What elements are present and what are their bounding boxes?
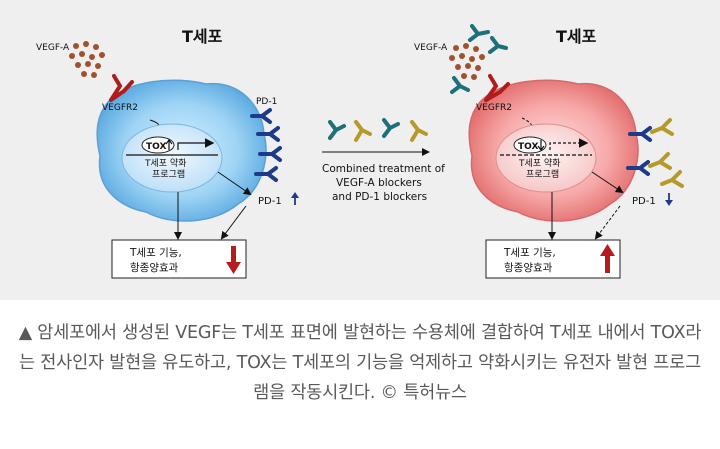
function-box-right	[485, 239, 621, 279]
program-line1-left: T세포 약화	[144, 157, 186, 169]
pd1-down-arrow-right	[665, 193, 673, 206]
arrow-to-pd1-left	[217, 171, 252, 196]
nucleus-right	[495, 123, 597, 193]
right-panel: T세포 VEGF-A VEGFR2 TOX T세포 약화 프로그램	[414, 24, 684, 279]
program-line1-right: T세포 약화	[518, 157, 560, 169]
vegf-blocker-antibodies	[450, 24, 508, 94]
left-panel: T세포 VEGF-A VEGFR2 TOX T세포 약화 프로그램 PD-1	[36, 27, 299, 279]
vegf-label-left: VEGF-A	[36, 43, 70, 53]
down-arrow-left	[226, 246, 241, 274]
pd1-up-arrow-left	[291, 192, 299, 205]
function-line1-right: T세포 기능,	[503, 247, 556, 259]
tox-badge-right	[513, 136, 547, 154]
vegfr2-label-left: VEGFR2	[102, 103, 138, 113]
nucleus-left	[121, 123, 223, 193]
right-panel-title: T세포	[556, 27, 597, 46]
inhibit-arrow-right	[594, 205, 621, 240]
diagram-canvas: T세포 VEGF-A VEGFR2 TOX T세포 약화 프로그램 PD-1	[36, 24, 684, 279]
pd1-label-left: PD-1	[256, 97, 277, 107]
transcription-arrow-right	[549, 138, 589, 150]
treatment-line2: VEGF-A blockers	[336, 177, 422, 189]
vegf-label-right: VEGF-A	[414, 43, 448, 53]
pd1-level-label-right: PD-1	[632, 196, 656, 207]
blocker-antibodies	[328, 118, 428, 142]
pd1-blocker-antibodies	[648, 118, 684, 188]
program-line2-left: 프로그램	[152, 168, 185, 180]
inhibit-arrow-left	[220, 205, 247, 240]
function-line2-left: 항종양효과	[130, 262, 179, 274]
vegf-particles-right	[449, 43, 485, 80]
vegfr2-receptor-left	[109, 74, 134, 102]
figure-caption: ▲ 암세포에서 생성된 VEGF는 T세포 표면에 발현하는 수용체에 결합하여…	[18, 323, 702, 403]
tox-label-right: TOX	[518, 142, 538, 152]
vegf-particles-left	[69, 41, 105, 78]
pd1-level-label-left: PD-1	[258, 196, 282, 207]
tox-badge-left	[141, 136, 175, 154]
tox-label-left: TOX	[146, 142, 166, 152]
t-cell-diagram: T세포 VEGF-A VEGFR2 TOX T세포 약화 프로그램 PD-1	[0, 0, 720, 300]
pd1-receptors-right	[626, 126, 652, 176]
program-line2-right: 프로그램	[526, 168, 559, 180]
function-box-left	[111, 239, 247, 279]
arrow-to-pd1-right	[591, 171, 624, 194]
function-line1-left: T세포 기능,	[129, 247, 182, 259]
treatment-line3: and PD-1 blockers	[332, 191, 427, 203]
pd1-receptors-left	[250, 108, 282, 182]
vegfr2-label-right: VEGFR2	[476, 103, 512, 113]
transcription-arrow-left	[177, 138, 215, 150]
up-arrow-right	[600, 244, 615, 273]
treatment-line1: Combined treatment of	[322, 163, 445, 175]
left-panel-title: T세포	[182, 27, 223, 46]
function-line2-right: 항종양효과	[504, 262, 553, 274]
vegfr2-receptor-right	[484, 74, 510, 102]
